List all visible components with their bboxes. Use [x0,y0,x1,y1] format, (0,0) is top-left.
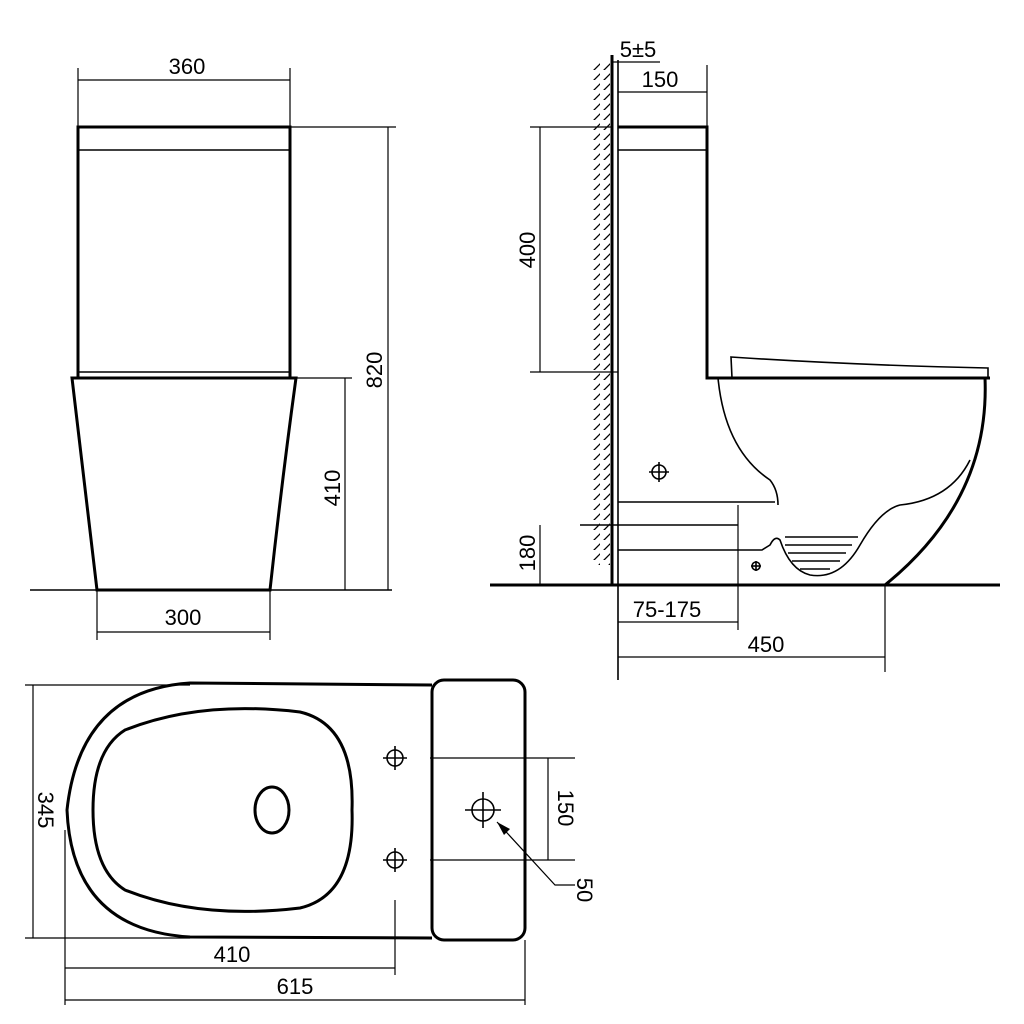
fixing-hole-icon [649,462,669,482]
dim-wall-gap: 5±5 [620,37,657,62]
dim-150-top: 150 [553,790,578,827]
dim-820: 820 [362,352,387,389]
side-view: 5±5 150 400 180 75-175 450 [490,37,1000,680]
side-tank [618,125,990,380]
dim-150-side: 150 [642,67,679,92]
front-bowl [70,376,298,592]
top-tank [430,678,527,942]
leader-line [496,821,575,886]
dim-450: 450 [748,632,785,657]
bolt-hole-icon [383,848,407,872]
wall-hatch [590,60,612,565]
dim-75-175: 75-175 [633,597,702,622]
dim-615: 615 [277,974,314,999]
arrowhead-icon [497,822,510,835]
top-bowl-inner [91,707,354,913]
top-bowl-outline [65,681,433,940]
bowl-outer [884,377,987,587]
bolt-hole-icon [383,746,407,770]
dim-400: 400 [515,232,540,269]
front-tank [76,125,292,380]
bowl-inner [717,377,779,506]
drain-hole [253,785,291,835]
seat-lid [730,356,989,379]
dim-50: 50 [572,878,597,902]
dim-410-front: 410 [320,470,345,507]
floor-fixing-icon [751,561,761,571]
dim-180: 180 [515,535,540,572]
front-view: 360 820 410 300 [30,54,396,640]
dim-300: 300 [165,605,202,630]
supply-hole-icon [465,792,501,828]
dim-360: 360 [169,54,206,79]
top-view: 345 150 50 410 615 [25,678,597,1005]
dim-345: 345 [33,792,58,829]
dim-410-top: 410 [214,942,251,967]
trapway [618,459,971,577]
